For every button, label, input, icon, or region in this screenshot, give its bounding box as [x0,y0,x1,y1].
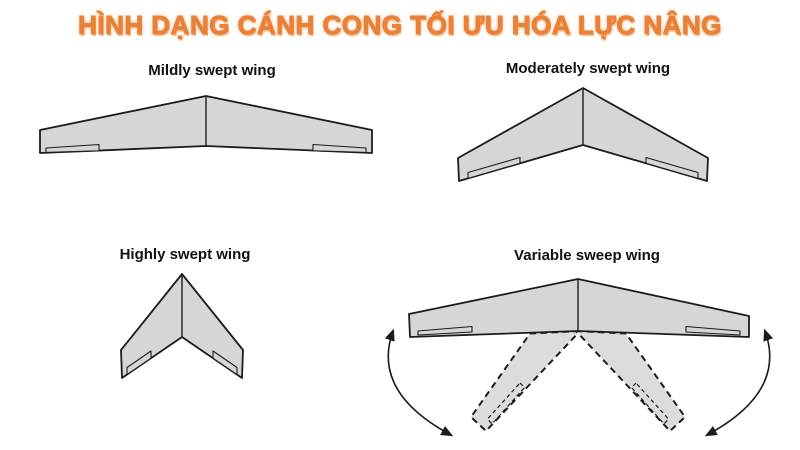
mildly-swept-wing-figure [39,95,373,154]
label-variable-sweep-wing: Variable sweep wing [514,247,660,264]
highly-swept-wing-figure [120,273,244,379]
moderately-swept-wing-figure [457,87,709,182]
label-moderately-swept-wing: Moderately swept wing [505,60,671,77]
highly-swept-wing-left-elevon [126,350,152,376]
mildly-swept-wing-right-elevon [312,143,367,153]
moderately-swept-wing-right-elevon [645,156,699,179]
variable-sweep-wing-figure [384,278,774,437]
sweep-arc-arrow-right [704,328,774,437]
variable-sweep-left-ghost-elevon [486,382,526,425]
label-mildly-swept-wing: Mildly swept wing [148,62,276,79]
variable-sweep-right-ghost-elevon [630,382,670,425]
page-title: HÌNH DẠNG CÁNH CONG TỐI ƯU HÓA LỰC NÂNG [78,9,722,40]
variable-sweep-left-ghost-wing [470,330,581,432]
moderately-swept-wing-left-elevon [467,156,521,179]
label-highly-swept-wing: Highly swept wing [119,246,251,263]
highly-swept-wing-right-elevon [212,350,238,376]
mildly-swept-wing-left-elevon [45,143,100,153]
variable-sweep-right-ghost-wing [575,330,686,432]
sweep-arc-arrow-left [384,328,454,437]
